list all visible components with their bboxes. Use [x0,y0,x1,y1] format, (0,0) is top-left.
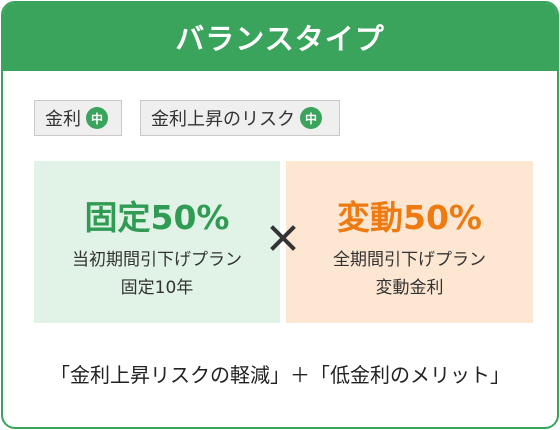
rate-rise-risk-tag: 金利上昇のリスク 中 [140,100,340,136]
times-icon [270,225,296,251]
tag-label: 金利上昇のリスク [151,109,295,130]
fixed-plan-term: 固定10年 [120,278,194,298]
interest-rate-tag: 金利 中 [34,100,122,136]
fixed-rate-title: 固定50% [84,198,230,237]
variable-plan-name: 全期間引下げプラン [333,250,486,270]
level-badge: 中 [86,107,108,129]
fixed-plan-name: 当初期間引下げプラン [72,250,242,270]
card-header: バランスタイプ [3,3,557,71]
variable-plan-type: 変動金利 [375,278,444,298]
variable-rate-title: 変動50% [337,198,482,237]
fixed-rate-panel: 固定50% 当初期間引下げプラン 固定10年 [34,161,280,323]
level-badge: 中 [300,107,322,129]
variable-rate-panel: 変動50% 全期間引下げプラン 変動金利 [286,161,533,323]
summary-text: 「金利上昇リスクの軽減」＋「低金利のメリット」 [50,363,510,387]
card-title: バランスタイプ [175,22,385,56]
tag-label: 金利 [45,109,81,130]
